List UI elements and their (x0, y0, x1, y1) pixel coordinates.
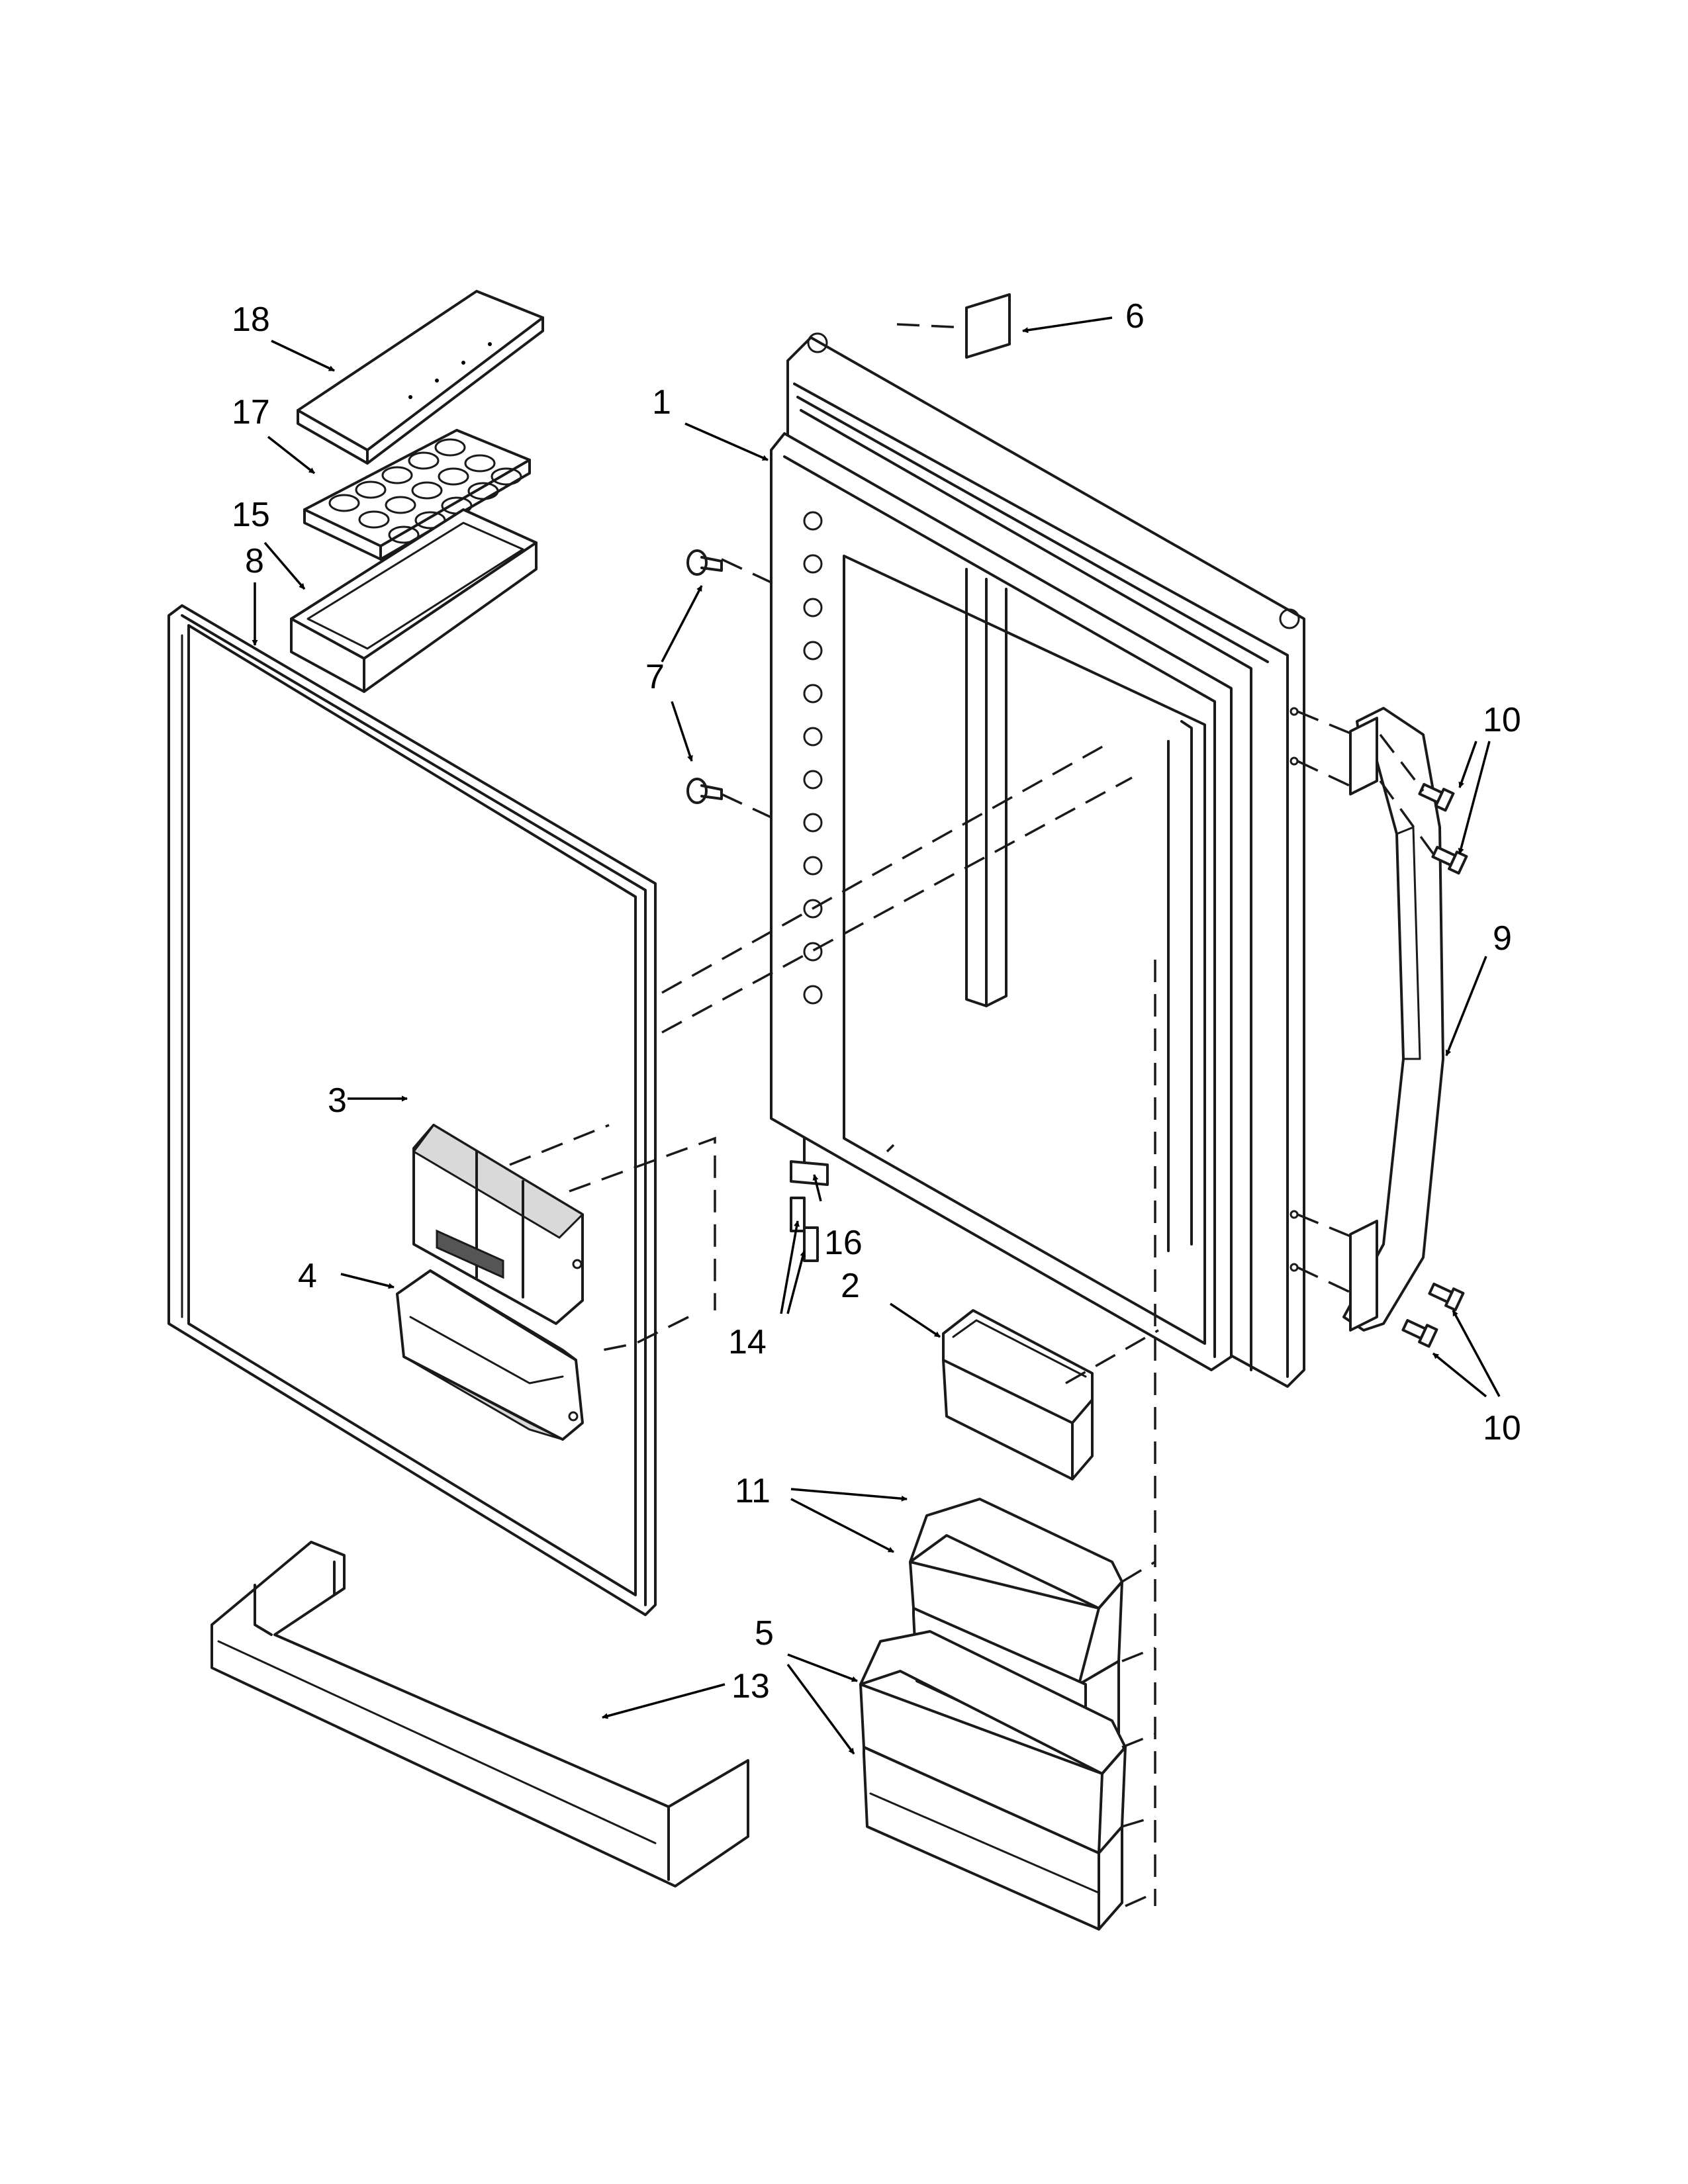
callout-6: 6 (1125, 297, 1145, 336)
part-6-label (965, 293, 1011, 359)
callout-8: 8 (245, 542, 264, 580)
part-7-plug-lower (686, 778, 723, 804)
leader-arrows (252, 316, 1501, 1755)
part-3-bin-cover (412, 1124, 585, 1325)
callout-10-bottom: 10 (1483, 1409, 1521, 1447)
part-17-egg-tray (303, 429, 531, 561)
part-7-plug-upper (686, 549, 723, 576)
part-14-screws (790, 1197, 819, 1262)
part-8-door-liner (167, 604, 657, 1616)
part-9-handle (1342, 707, 1444, 1332)
part-1-door-frame (770, 332, 1305, 1388)
part-13-door-shelf (211, 1541, 749, 1888)
callout-11: 11 (735, 1472, 771, 1510)
callout-4: 4 (298, 1257, 317, 1295)
callout-9: 9 (1493, 919, 1512, 958)
callout-10-top: 10 (1483, 701, 1521, 739)
callout-5: 5 (755, 1614, 774, 1653)
callout-labels: 18 17 15 8 1 6 7 10 9 10 3 4 16 2 14 11 … (232, 297, 1521, 1706)
callout-14: 14 (728, 1323, 767, 1361)
callout-1: 1 (652, 383, 671, 422)
callout-18: 18 (232, 300, 270, 339)
part-5-bins (859, 1630, 1127, 1931)
shelf-clips (803, 511, 823, 1005)
part-2-small-bin (942, 1309, 1094, 1480)
callout-3: 3 (328, 1081, 347, 1120)
callout-15: 15 (232, 496, 270, 534)
callout-13: 13 (731, 1667, 770, 1706)
part-15-butter-bin (290, 508, 538, 693)
callout-16: 16 (824, 1224, 863, 1262)
part-4-door-bin (396, 1269, 584, 1441)
construction-lines (509, 323, 1434, 1907)
part-18-cover (297, 290, 544, 465)
callout-7: 7 (645, 658, 665, 696)
callout-2: 2 (841, 1267, 860, 1305)
callout-17: 17 (232, 393, 270, 432)
